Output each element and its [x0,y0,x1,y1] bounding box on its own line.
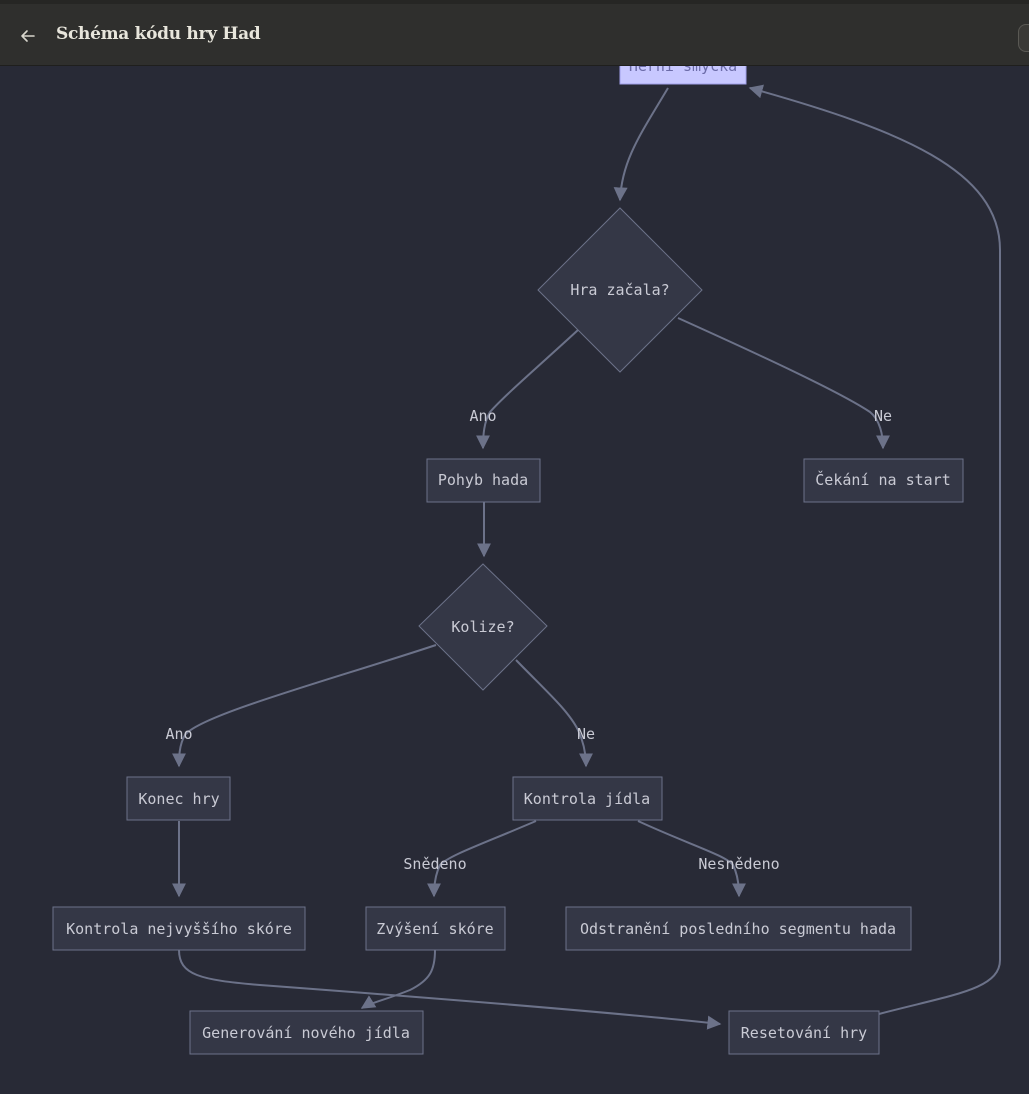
edge-labels: Ano Ne Ano Ne Snědeno Nesnědeno [165,407,892,873]
edge-game-started-yes [476,329,579,450]
edge-collision-no [515,659,593,768]
edge-label-started-no: Ne [874,407,892,425]
edges [172,84,1001,1030]
edge-start-to-game-started [613,87,669,202]
node-reset-game-label: Resetování hry [741,1024,867,1042]
edge-collision-yes [172,644,437,768]
node-snake-move: Pohyb hada [426,458,541,503]
diagram-canvas: Ano Ne Ano Ne Snědeno Nesnědeno Herní sm… [0,66,1029,1094]
node-remove-segment-label: Odstranění posledního segmentu hada [580,920,896,938]
node-score-increase-label: Zvýšení skóre [376,920,493,938]
node-collision: Kolize? [418,563,548,691]
node-new-food-label: Generování nového jídla [202,1024,410,1042]
node-collision-label: Kolize? [451,618,514,636]
node-highscore-check: Kontrola nejvyššího skóre [52,906,306,951]
page-title: Schéma kódu hry Had [56,24,261,44]
node-start-label: Herní smyčka [629,66,737,75]
edge-label-started-yes: Ano [469,407,496,425]
node-start: Herní smyčka [619,66,747,85]
flowchart: Ano Ne Ano Ne Snědeno Nesnědeno Herní sm… [52,66,1001,1055]
node-game-started: Hra začala? [537,207,703,373]
title-bar: Schéma kódu hry Had [0,0,1029,66]
node-game-over-label: Konec hry [138,790,219,808]
menu-button[interactable] [1018,24,1029,52]
edge-food-eaten [427,820,537,898]
edge-food-not-eaten [637,820,746,898]
edge-reset-to-start [748,84,1001,1015]
node-highscore-check-label: Kontrola nejvyššího skóre [66,920,292,938]
node-game-started-label: Hra začala? [570,281,669,299]
back-button[interactable] [14,22,42,50]
edge-label-not-eaten: Nesnědeno [698,855,779,873]
edge-label-eaten: Snědeno [403,855,466,873]
edge-label-collision-no: Ne [577,725,595,743]
edge-game-started-no [677,317,890,450]
edge-label-collision-yes: Ano [165,725,192,743]
arrow-left-icon [21,30,35,42]
node-remove-segment: Odstranění posledního segmentu hada [565,906,912,951]
node-wait-start: Čekání na start [803,458,964,503]
nodes: Herní smyčka Hra začala? Pohyb hada Čeká… [52,66,964,1055]
edge-highscore-to-reset [178,949,722,1030]
node-new-food: Generování nového jídla [189,1010,424,1055]
node-wait-start-label: Čekání na start [815,470,950,489]
node-food-check-label: Kontrola jídla [524,790,650,808]
node-game-over: Konec hry [126,776,231,821]
node-snake-move-label: Pohyb hada [438,471,528,489]
node-score-increase: Zvýšení skóre [365,906,506,951]
node-food-check: Kontrola jídla [512,776,663,821]
node-reset-game: Resetování hry [728,1010,880,1055]
edge-score-to-newfood [360,949,436,1009]
